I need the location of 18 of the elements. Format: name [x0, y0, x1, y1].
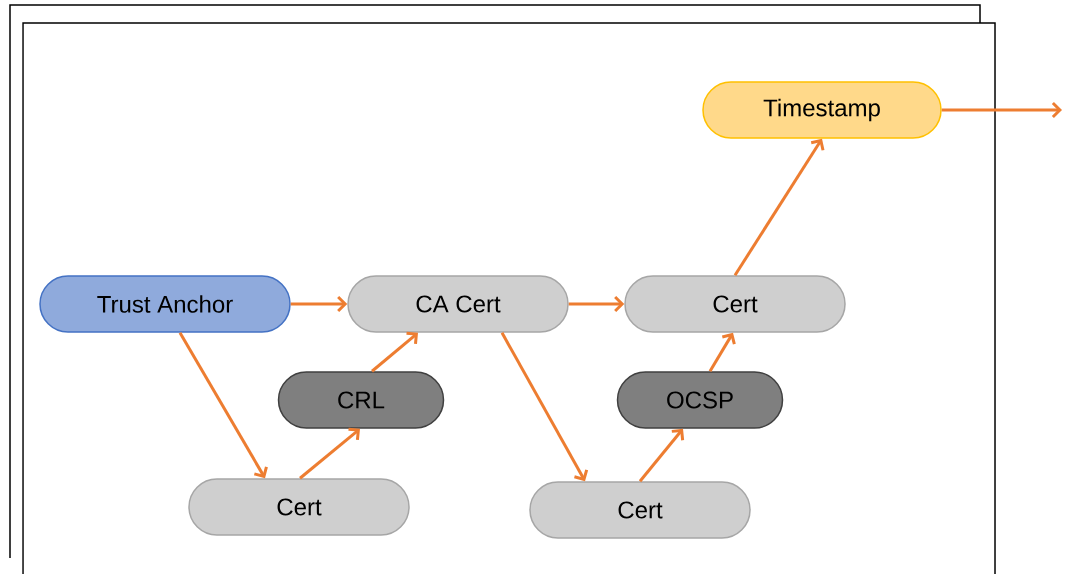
arrow [638, 428, 685, 483]
arrow [941, 101, 1062, 119]
certificate-pill: Cert [188, 478, 410, 536]
arrow [733, 138, 825, 277]
certificate-pill: CA Cert [347, 275, 569, 333]
anchor-pill: Trust Anchor [39, 275, 291, 333]
arrow [568, 295, 625, 313]
arrow [178, 332, 268, 479]
arrow [708, 332, 736, 373]
timestamp-pill: Timestamp [702, 81, 942, 139]
certificate-pill: Cert [624, 275, 846, 333]
status-pill: CRL [277, 371, 445, 429]
certificate-pill: Cert [529, 481, 751, 539]
arrow [299, 427, 360, 480]
arrow [500, 332, 589, 482]
status-pill: OCSP [616, 371, 784, 429]
arrow [290, 295, 348, 313]
arrow [371, 331, 418, 373]
